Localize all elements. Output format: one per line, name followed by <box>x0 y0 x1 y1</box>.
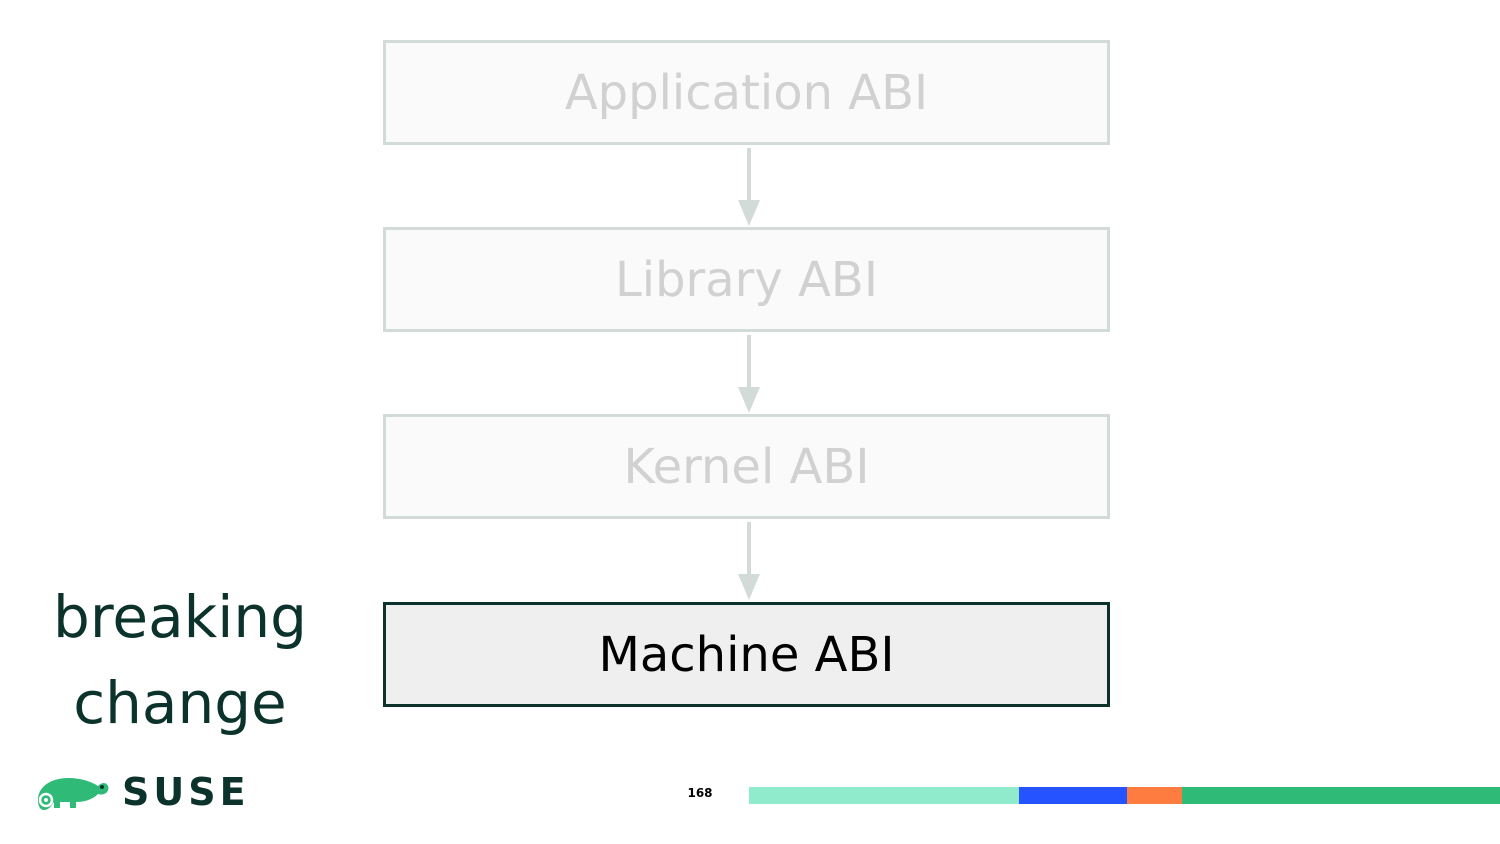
chameleon-icon <box>38 778 109 810</box>
application-abi-box: Application ABI <box>383 40 1110 145</box>
breaking-change-text: breaking change <box>40 574 320 746</box>
color-segment-orange <box>1127 787 1182 804</box>
kernel-abi-box: Kernel ABI <box>383 414 1110 519</box>
breaking-line: breaking <box>53 583 307 651</box>
page-number: 168 <box>687 786 713 800</box>
arrow-connector-2 <box>738 335 760 413</box>
library-abi-label: Library ABI <box>614 251 878 308</box>
machine-abi-box: Machine ABI <box>383 602 1110 707</box>
suse-wordmark: SUSE <box>122 770 250 814</box>
color-segment-mint <box>749 787 1019 804</box>
application-abi-label: Application ABI <box>564 64 929 121</box>
arrow-connector-1 <box>738 148 760 226</box>
library-abi-box: Library ABI <box>383 227 1110 332</box>
suse-logo: SUSE <box>34 770 250 814</box>
color-segment-blue <box>1019 787 1127 804</box>
change-line: change <box>73 669 287 737</box>
arrow-connector-3 <box>738 522 760 600</box>
machine-abi-label: Machine ABI <box>598 626 895 683</box>
footer-color-bar <box>749 787 1500 804</box>
kernel-abi-label: Kernel ABI <box>623 438 870 495</box>
color-segment-green <box>1182 787 1500 804</box>
